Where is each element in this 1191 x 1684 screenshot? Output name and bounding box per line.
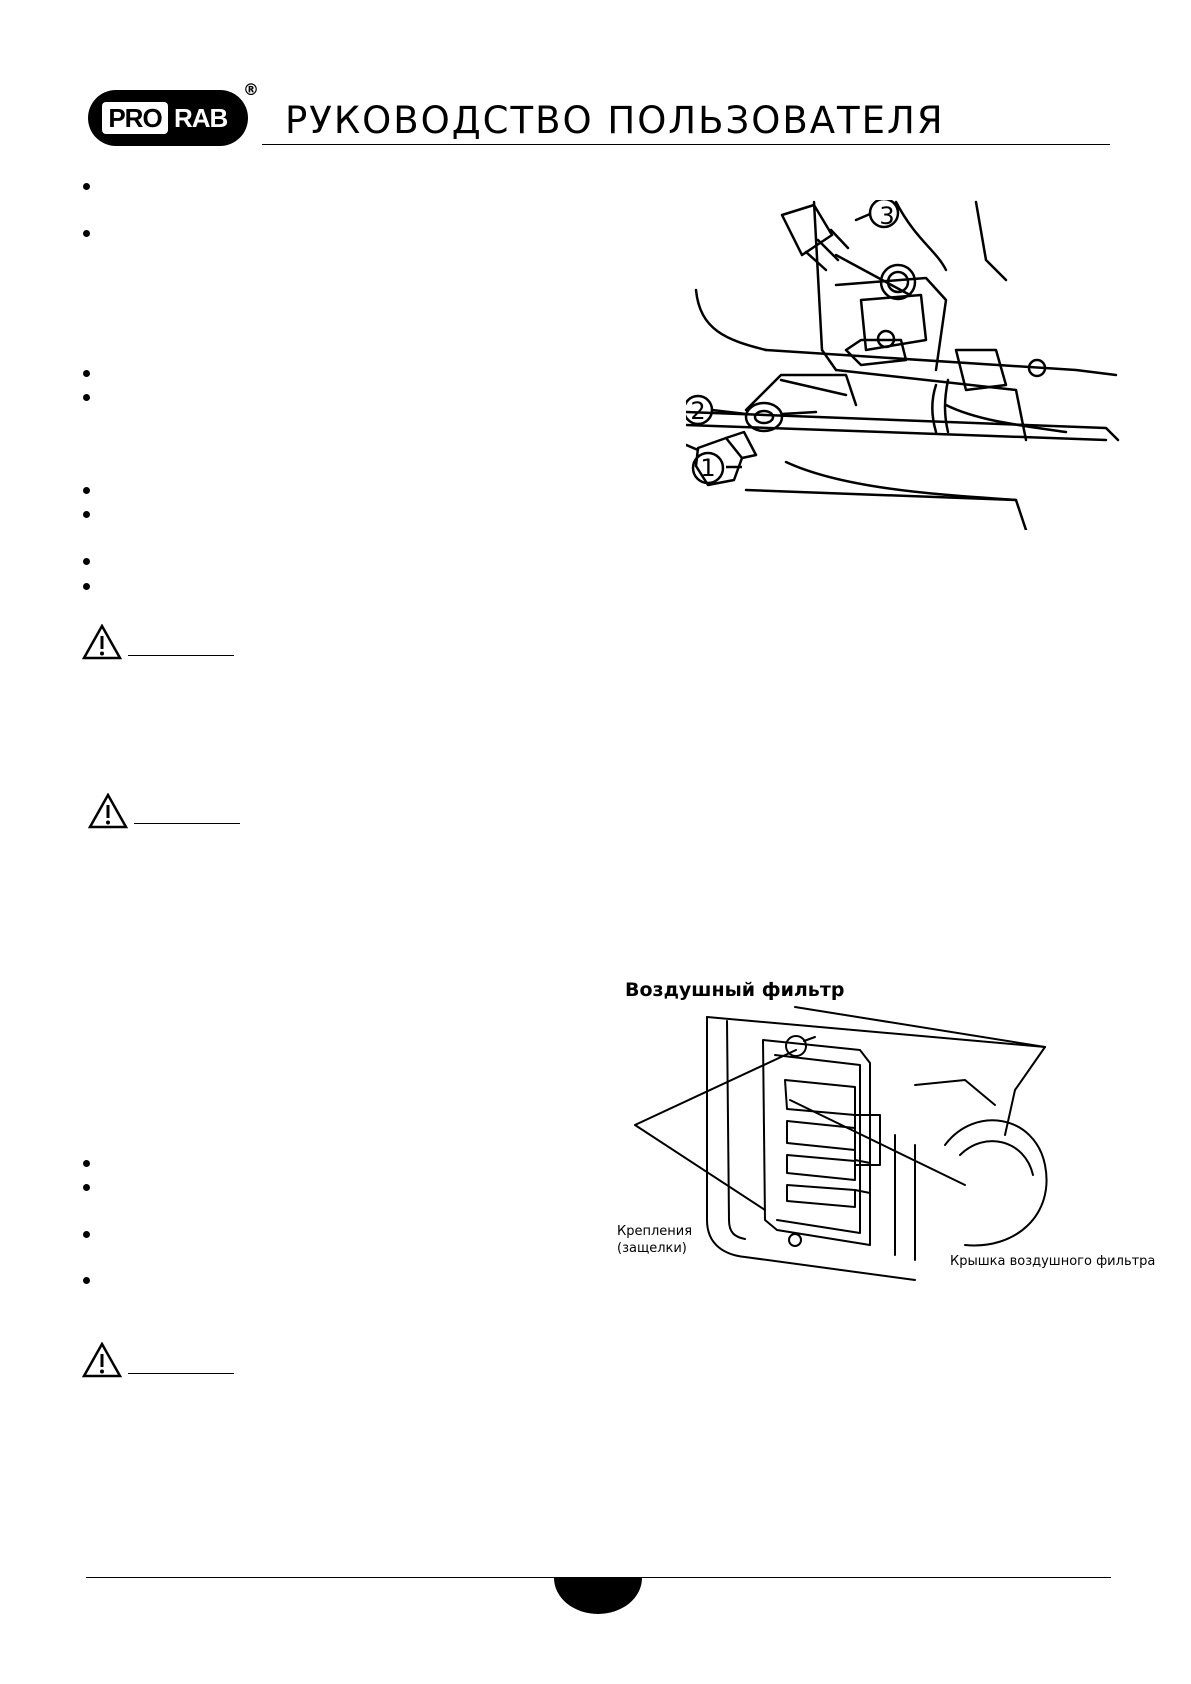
callout-1: 1 [700,454,716,482]
registered-mark: ® [243,80,259,99]
callout-3: 3 [879,202,895,230]
brand-logo: PRO RAB [88,90,248,146]
warning-icon [88,793,128,829]
bullet-dot [83,1160,90,1167]
callout-leader-1 [726,465,742,469]
bullet-dot [83,394,90,401]
air-filter-figure-title: Воздушный фильтр [625,979,845,1001]
callout-2: 2 [690,397,706,425]
air-filter-illustration [634,1006,1048,1281]
bullet-dot [83,1231,90,1238]
logo-text-pro: PRO [102,102,168,134]
callout-circle-1 [691,451,725,485]
page-title: РУКОВОДСТВО ПОЛЬЗОВАТЕЛЯ [285,99,945,142]
bullet-dot [83,558,90,565]
bullet-dot [83,511,90,518]
bullet-dot [83,370,90,377]
warning-icon [82,1342,122,1378]
header-rule [262,144,1110,145]
filter-cover-label: Крышка воздушного фильтра [950,1254,1156,1269]
bullet-dot [83,583,90,590]
latches-label-line1: Крепления [617,1224,693,1239]
warning-heading-underline [128,1373,234,1374]
warning-icon [82,624,122,660]
bullet-dot [83,487,90,494]
logo-text-rab: RAB [174,103,228,133]
bullet-dot [83,1184,90,1191]
latches-label-line2: (защелки) [617,1241,687,1256]
oil-drain-illustration [686,200,1120,530]
page-number-badge [554,1578,642,1614]
bullet-dot [83,230,90,237]
bullet-dot [83,1277,90,1284]
bullet-dot [83,183,90,190]
warning-heading-underline [134,823,240,824]
footer-rule [86,1577,1111,1578]
warning-heading-underline [128,655,234,656]
